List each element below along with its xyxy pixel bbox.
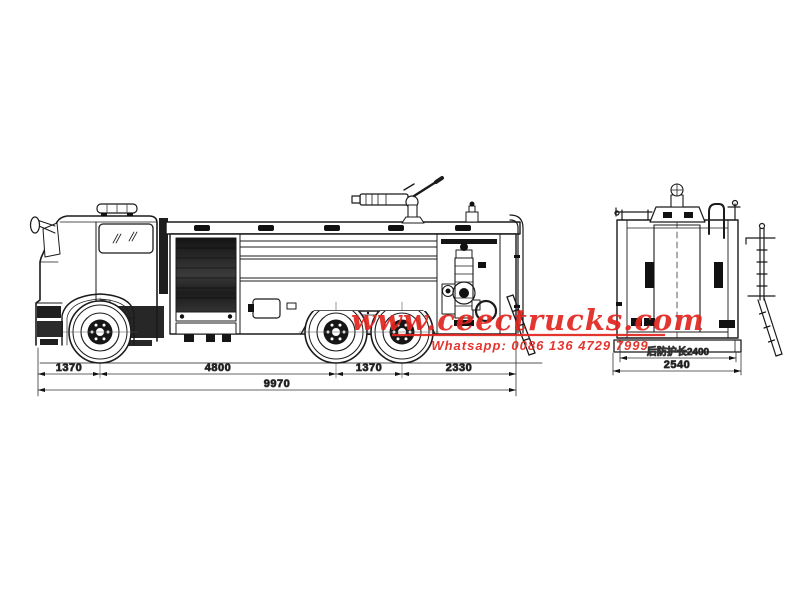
rear-pipe xyxy=(708,203,725,239)
breather-valve xyxy=(465,201,479,223)
monitor-base xyxy=(401,216,425,224)
window-glass-hatching xyxy=(112,231,138,244)
access-door xyxy=(248,298,297,319)
side-mirror xyxy=(29,216,56,234)
front-fender-arch xyxy=(61,293,135,346)
pump-compartment xyxy=(441,239,498,326)
body-supports xyxy=(184,334,231,342)
rear-monitor xyxy=(649,183,706,223)
watermark-whatsapp-text: Whatsapp: 0086 136 4729 7999 xyxy=(431,338,648,353)
dim-front-overhang: 1370 xyxy=(56,362,82,374)
rear-view: 后防护长2400 2540 xyxy=(612,183,783,376)
dimension-arrows xyxy=(38,372,516,392)
dim-rear-overhang: 2330 xyxy=(446,362,472,374)
front-step xyxy=(40,339,58,345)
suction-pipe-loop xyxy=(474,299,498,323)
rear-handles-and-lights xyxy=(616,262,735,328)
side-view: 1370 4800 1370 2330 9970 xyxy=(29,176,543,397)
roller-shutter xyxy=(175,237,237,335)
fire-monitor xyxy=(351,176,444,224)
rear-bumper xyxy=(613,339,742,353)
dim-rear-guard-length: 后防护长2400 xyxy=(647,345,710,358)
beacon-light xyxy=(96,203,138,216)
monitor-nozzle xyxy=(351,195,361,204)
windshield xyxy=(42,222,61,258)
crew-cab-window xyxy=(98,223,154,254)
rear-access-ladder xyxy=(506,294,536,356)
dim-wheelbase: 4800 xyxy=(205,362,231,374)
front-wheel xyxy=(62,297,138,379)
watermark-site-text: www.ceectrucks.com xyxy=(351,303,705,337)
cab xyxy=(29,203,158,346)
monitor-handle xyxy=(412,180,438,198)
side-dimensions: 1370 4800 1370 2330 9970 xyxy=(37,335,517,397)
dim-overall-width: 2540 xyxy=(664,359,690,371)
roof-hatches xyxy=(194,225,471,231)
rear-handrails xyxy=(614,199,741,221)
rear-dimensions: 后防护长2400 2540 xyxy=(612,345,742,376)
front-bumper xyxy=(37,321,63,337)
front-grille xyxy=(37,306,61,318)
panel-seams xyxy=(239,240,438,282)
dim-overall-length: 9970 xyxy=(264,378,290,390)
dim-tandem-spacing: 1370 xyxy=(356,362,382,374)
side-ladder-detail xyxy=(745,222,783,357)
watermark: www.ceectrucks.com Whatsapp: 0086 136 47… xyxy=(351,303,705,353)
